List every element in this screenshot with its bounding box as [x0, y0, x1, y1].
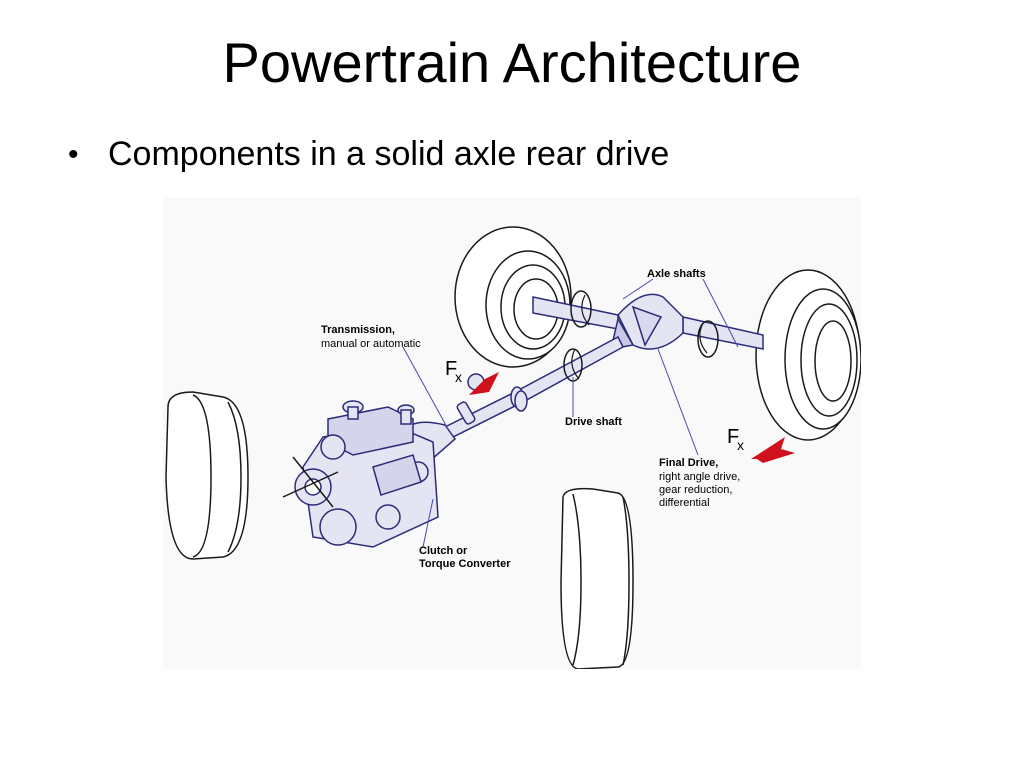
- front-left-wheel: [165, 391, 249, 560]
- clutch-label-line-2: Torque Converter: [419, 558, 511, 570]
- transmission-sublabel: manual or automatic: [321, 338, 421, 350]
- leader-lines: [402, 278, 739, 548]
- clutch-label-line-1: Clutch or: [419, 545, 468, 557]
- front-right-wheel: [560, 487, 634, 669]
- rear-right-wheel: [755, 269, 861, 441]
- final-drive-line-2: gear reduction,: [659, 484, 732, 496]
- force-arrow-rear: [751, 437, 795, 463]
- bullet-text: Components in a solid axle rear drive: [108, 135, 670, 173]
- force-subscript-rear: x: [737, 437, 744, 453]
- engine: [282, 400, 439, 548]
- drive-shaft-label: Drive shaft: [565, 416, 622, 428]
- drive-shaft: [443, 335, 624, 438]
- force-label-rear: F: [727, 426, 739, 448]
- callout-transmission: Transmission, manual or automatic: [321, 324, 421, 350]
- powertrain-illustration: F x F x Axle shafts Transmission, manual…: [165, 226, 861, 669]
- force-label-front: F: [445, 358, 457, 380]
- powertrain-diagram: F x F x Axle shafts Transmission, manual…: [163, 197, 861, 669]
- force-subscript-front: x: [455, 369, 462, 385]
- bullet-item: • Components in a solid axle rear drive: [68, 135, 669, 174]
- axle-shafts-label: Axle shafts: [647, 268, 706, 280]
- final-drive-line-3: differential: [659, 497, 710, 509]
- final-drive-label: Final Drive,: [659, 457, 718, 469]
- force-arrow-front: [469, 372, 499, 395]
- bullet-dot: •: [68, 137, 79, 171]
- final-drive-line-1: right angle drive,: [659, 471, 740, 483]
- rotation-arrows: [571, 294, 708, 380]
- final-drive-housing: [610, 293, 684, 350]
- callout-axle-shafts: Axle shafts: [647, 268, 706, 280]
- transmission-label: Transmission,: [321, 324, 395, 336]
- callout-drive-shaft: Drive shaft: [565, 416, 622, 428]
- slide-title: Powertrain Architecture: [222, 31, 802, 94]
- callout-clutch: Clutch or Torque Converter: [419, 545, 511, 570]
- callout-final-drive: Final Drive, right angle drive, gear red…: [659, 457, 740, 509]
- rear-left-wheel: [454, 226, 572, 368]
